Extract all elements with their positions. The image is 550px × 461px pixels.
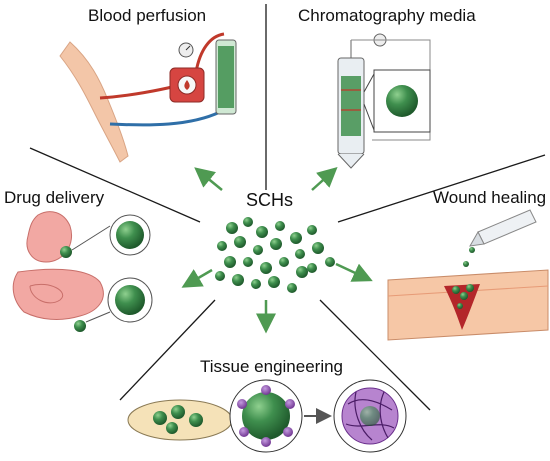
label-tissue-engineering: Tissue engineering [200,357,344,376]
label-chromatography-media: Chromatography media [298,6,476,25]
blood-perfusion-illustration [59,32,237,163]
label-center-schs: SCHs [246,190,294,210]
tissue-engineering-illustration [127,379,407,453]
center-arrows [181,166,373,334]
label-blood-perfusion: Blood perfusion [88,6,207,25]
chromatography-illustration [337,33,431,169]
divider-lines [29,4,546,411]
drug-delivery-illustration [12,211,153,332]
wound-healing-illustration [387,209,549,341]
label-wound-healing: Wound healing [433,188,547,207]
sch-sphere-cluster [215,217,335,293]
label-drug-delivery: Drug delivery [4,188,105,207]
